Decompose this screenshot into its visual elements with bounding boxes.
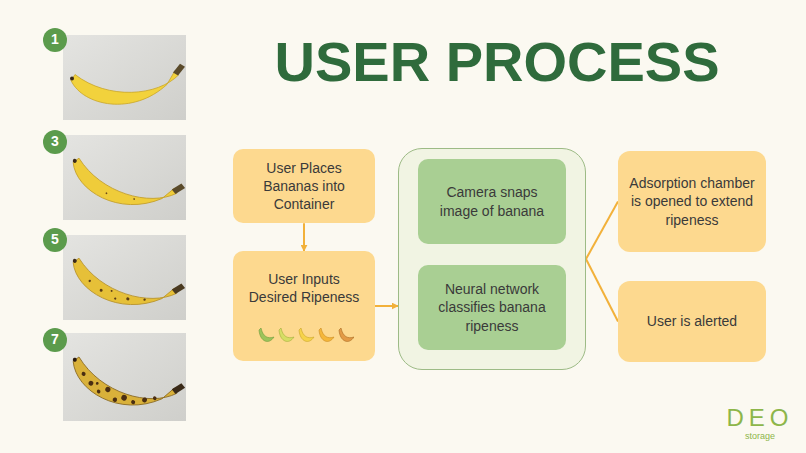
banana-photo — [63, 333, 186, 424]
connector — [586, 202, 618, 260]
banana — [70, 64, 185, 105]
outcome-box: User is alerted — [618, 281, 766, 362]
ripeness-icon — [299, 328, 314, 341]
callout-circle — [43, 228, 67, 252]
banana-photo — [63, 135, 186, 223]
box-label: Camera snaps image of banana — [428, 183, 556, 219]
ripeness-icon — [339, 328, 354, 341]
connector — [586, 259, 618, 322]
banana-photo — [63, 235, 186, 323]
ripeness-icon — [279, 328, 294, 341]
banana — [64, 345, 186, 425]
callout-circle — [43, 130, 67, 154]
callout-circle — [43, 28, 67, 52]
callout-number: 5 — [43, 231, 67, 248]
box-label: Adsorption chamber is opened to extend r… — [628, 174, 756, 229]
box-label: Neural network classifies banana ripenes… — [428, 280, 556, 335]
callout-circle — [43, 328, 67, 352]
outcome-box: Adsorption chamber is opened to extend r… — [618, 151, 766, 252]
connector — [375, 305, 398, 307]
logo-subtext: storage — [722, 431, 798, 442]
banana-photo — [63, 35, 186, 120]
callout-number: 7 — [43, 331, 67, 348]
photo-ground — [63, 35, 186, 120]
connector — [303, 223, 305, 251]
box-label: User Inputs Desired Ripeness — [243, 270, 365, 306]
logo-text: DEO — [722, 404, 798, 433]
ripeness-icon — [259, 328, 274, 341]
page-title: USER PROCESS — [240, 34, 754, 90]
banana — [64, 146, 186, 223]
callout-number: 1 — [43, 31, 67, 48]
callout-number: 3 — [43, 133, 67, 150]
system-panel: Camera snaps image of bananaNeural netwo… — [398, 148, 586, 370]
process-box: User Places Bananas into Container — [233, 149, 375, 224]
input-box: User Inputs Desired Ripeness — [233, 251, 375, 361]
callout-circles — [43, 28, 67, 352]
ripeness-icon — [319, 328, 334, 341]
box-label: User Places Bananas into Container — [243, 159, 365, 214]
ripeness-icons — [254, 325, 354, 347]
process-box: Camera snaps image of banana — [418, 159, 566, 244]
banana — [64, 246, 186, 323]
process-box: Neural network classifies banana ripenes… — [418, 265, 566, 350]
box-label: User is alerted — [647, 312, 737, 330]
